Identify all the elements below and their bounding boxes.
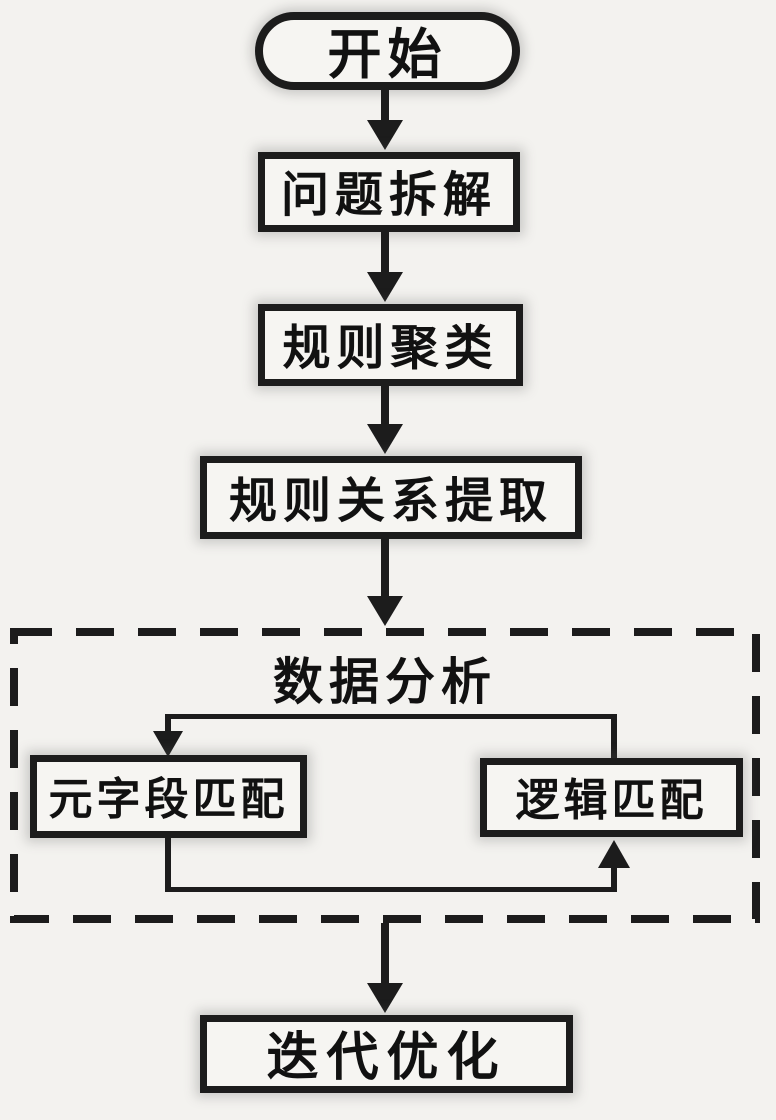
node-start-label: 开始 <box>327 24 448 85</box>
node-logic-matching: 逻辑匹配 <box>480 758 743 837</box>
node-rule-clustering-label: 规则聚类 <box>282 322 499 375</box>
edge-logic-meta-arrowhead-icon <box>153 731 183 757</box>
node-start: 开始 <box>255 12 520 90</box>
edge-step1-step2-arrowhead-icon <box>367 272 403 302</box>
edge-logic-meta-left-drop <box>165 714 171 734</box>
node-iterative-optimization-label: 迭代优化 <box>266 1028 507 1087</box>
edge-logic-meta-right-rise <box>611 714 617 762</box>
node-rule-clustering: 规则聚类 <box>258 304 523 386</box>
node-iterative-optimization: 迭代优化 <box>200 1015 573 1093</box>
edge-step1-step2-line <box>381 230 389 274</box>
node-rule-relation-extraction: 规则关系提取 <box>200 456 582 539</box>
node-problem-decomposition: 问题拆解 <box>258 152 520 232</box>
edge-step3-group-arrowhead-icon <box>367 596 403 626</box>
edge-group-final-line <box>381 923 389 985</box>
node-logic-matching-label: 逻辑匹配 <box>515 775 708 825</box>
edge-meta-logic-right-rise <box>611 864 617 890</box>
edge-group-final-arrowhead-icon <box>367 983 403 1013</box>
group-data-analysis-title: 数据分析 <box>273 654 497 710</box>
edge-meta-logic-bottom-line <box>165 887 617 892</box>
edge-meta-logic-arrowhead-icon <box>598 840 630 868</box>
node-meta-field-matching: 元字段匹配 <box>30 755 307 838</box>
edge-step2-step3-arrowhead-icon <box>367 424 403 454</box>
group-dashed-border <box>10 628 760 923</box>
node-rule-relation-extraction-label: 规则关系提取 <box>228 474 553 528</box>
node-meta-field-matching-label: 元字段匹配 <box>48 774 289 824</box>
edge-meta-logic-left-drop <box>165 838 171 892</box>
edge-start-step1-line <box>381 88 389 124</box>
edge-start-step1-arrowhead-icon <box>367 120 403 150</box>
edge-step2-step3-line <box>381 384 389 426</box>
group-data-analysis: 数据分析 <box>10 628 760 923</box>
edge-step3-group-line <box>381 537 389 597</box>
node-problem-decomposition-label: 问题拆解 <box>280 169 497 222</box>
edge-logic-meta-top-line <box>167 714 617 719</box>
